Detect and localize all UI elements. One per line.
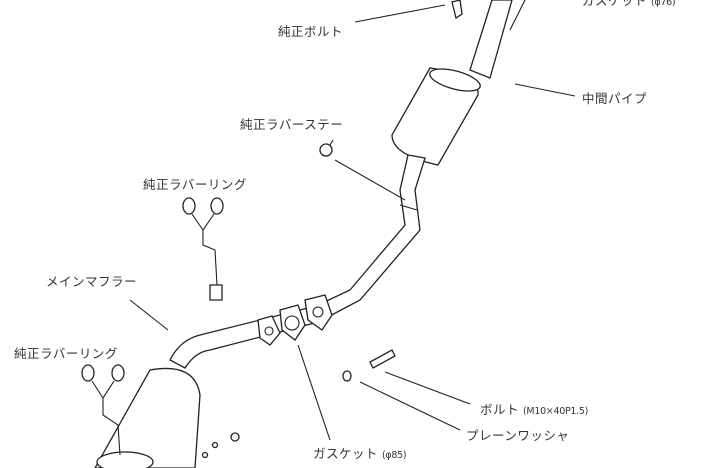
- label-stock-bolt: 純正ボルト: [278, 24, 344, 39]
- label-stock-rubber-ring-lower: 純正ラバーリング: [14, 346, 118, 361]
- label-center-pipe: 中間パイプ: [582, 91, 648, 106]
- label-main-muffler: メインマフラー: [46, 274, 138, 289]
- label-gasket-bottom-spec: (φ85): [382, 450, 407, 461]
- label-bolt-spec: (M10×40P1.5): [523, 406, 588, 417]
- label-gasket-top: ガスケット(φ76): [582, 0, 676, 9]
- bolt-parts: [201, 0, 463, 459]
- label-gasket-bottom-text: ガスケット: [313, 446, 379, 461]
- label-gasket-bottom: ガスケット(φ85): [313, 443, 407, 462]
- gasket-shape: [279, 304, 306, 341]
- label-gasket-top-spec: (φ76): [651, 0, 676, 8]
- label-stock-rubber-ring-upper: 純正ラバーリング: [143, 177, 247, 192]
- label-plain-washer: プレーンワッシャ: [466, 428, 570, 443]
- label-stock-rubber-stay: 純正ラバーステー: [240, 117, 344, 132]
- label-gasket-top-text: ガスケット: [582, 0, 648, 8]
- label-bolt: ボルト(M10×40P1.5): [480, 399, 588, 418]
- main-muffler: [94, 367, 201, 468]
- rubber-rings: [81, 197, 224, 456]
- flanges: [257, 294, 333, 346]
- leader-lines: [129, 0, 576, 441]
- label-bolt-text: ボルト: [480, 402, 520, 417]
